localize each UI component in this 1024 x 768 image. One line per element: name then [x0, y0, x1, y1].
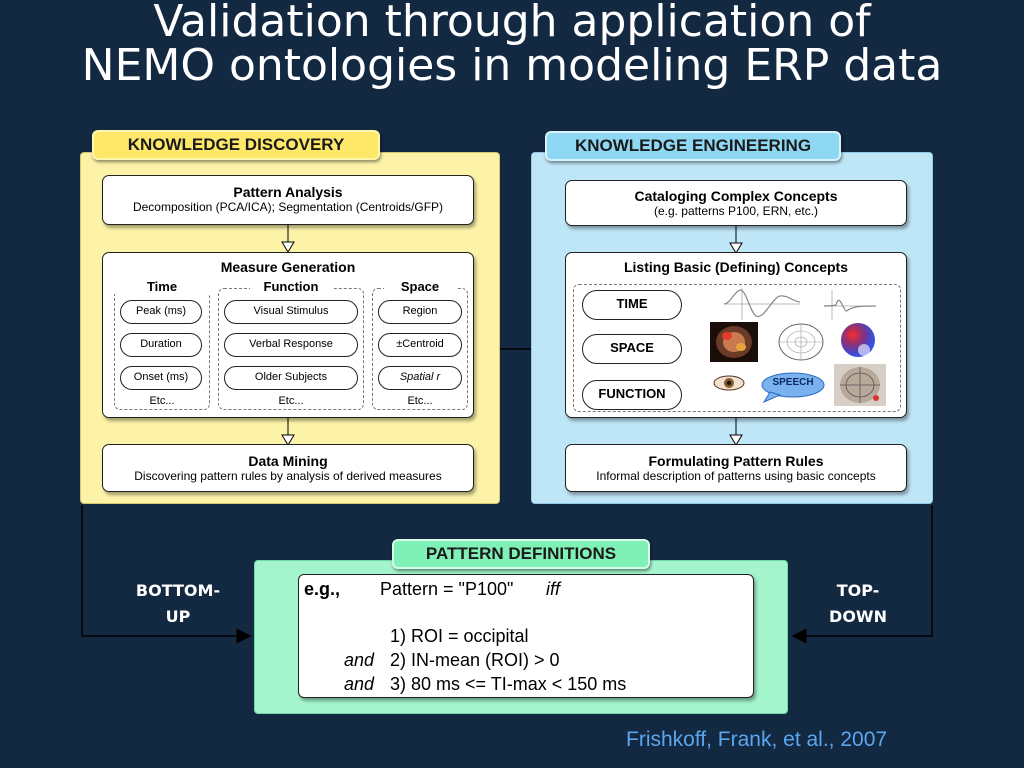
erp-waveform-icon — [723, 288, 877, 320]
down-arrow-icon — [281, 418, 295, 446]
function-etc: Etc... — [278, 395, 304, 407]
definition-rule-1: 1) ROI = occipital — [390, 626, 529, 646]
definition-eg: e.g., — [304, 579, 341, 599]
cataloging-box: Cataloging Complex Concepts (e.g. patter… — [565, 180, 907, 226]
citation: Frishkoff, Frank, et al., 2007 — [626, 728, 888, 751]
space-etc: Etc... — [407, 395, 433, 407]
definition-iff: iff — [546, 579, 561, 599]
space-item-spatial: Spatial r — [378, 366, 462, 390]
data-mining-subtitle: Discovering pattern rules by analysis of… — [134, 469, 442, 483]
formulating-box: Formulating Pattern Rules Informal descr… — [565, 444, 907, 492]
time-heading: Time — [114, 279, 210, 294]
time-item-peak: Peak (ms) — [120, 300, 202, 324]
definition-pattern: Pattern = "P100" — [380, 579, 514, 599]
top-down-line-1: TOP- — [836, 581, 880, 600]
time-etc: Etc... — [149, 395, 175, 407]
function-item-older: Older Subjects — [224, 366, 358, 390]
bottom-up-label: BOTTOM- UP — [120, 578, 236, 630]
cataloging-title: Cataloging Complex Concepts — [634, 188, 838, 204]
knowledge-engineering-tag: KNOWLEDGE ENGINEERING — [545, 131, 841, 161]
definition-box — [298, 574, 754, 698]
definition-rule-3: 3) 80 ms <= TI-max < 150 ms — [390, 674, 627, 694]
top-down-line-2: DOWN — [829, 607, 887, 626]
concept-time: TIME — [582, 290, 682, 320]
bottom-up-arrow — [81, 505, 252, 644]
function-heading: Function — [250, 279, 332, 294]
slide-title: Validation through application of NEMO o… — [0, 0, 1024, 88]
speech-bubble-label: SPEECH — [772, 377, 814, 388]
function-item-visual: Visual Stimulus — [224, 300, 358, 324]
definition-rule-2: 2) IN-mean (ROI) > 0 — [390, 650, 560, 670]
down-arrow-icon — [729, 226, 743, 254]
function-item-verbal: Verbal Response — [224, 333, 358, 357]
pattern-analysis-subtitle: Decomposition (PCA/ICA); Segmentation (C… — [132, 200, 444, 214]
top-down-label: TOP- DOWN — [808, 578, 908, 630]
space-heading: Space — [384, 279, 456, 294]
brain-scan-icon — [710, 322, 758, 362]
data-mining-box: Data Mining Discovering pattern rules by… — [102, 444, 474, 492]
top-down-arrow — [791, 505, 933, 644]
listing-title: Listing Basic (Defining) Concepts — [623, 259, 848, 275]
pattern-analysis-title: Pattern Analysis — [233, 184, 343, 200]
measure-generation-title: Measure Generation — [220, 259, 356, 275]
data-mining-title: Data Mining — [248, 453, 328, 469]
concepts-area — [573, 284, 901, 412]
eeg-net-head-icon — [834, 364, 886, 406]
pattern-definitions-tag: PATTERN DEFINITIONS — [392, 539, 650, 569]
down-arrow-icon — [281, 225, 295, 253]
time-item-onset: Onset (ms) — [120, 366, 202, 390]
knowledge-discovery-tag: KNOWLEDGE DISCOVERY — [92, 130, 380, 160]
cataloging-subtitle: (e.g. patterns P100, ERN, etc.) — [653, 204, 819, 218]
definition-and-1: and — [344, 650, 375, 670]
title-line-1: Validation through application of — [153, 0, 871, 47]
formulating-title: Formulating Pattern Rules — [648, 453, 824, 469]
title-line-2: NEMO ontologies in modeling ERP data — [81, 40, 943, 91]
speech-bubble-icon — [761, 372, 825, 404]
formulating-subtitle: Informal description of patterns using b… — [596, 469, 876, 483]
electrode-map-icon — [774, 318, 828, 364]
pattern-analysis-box: Pattern Analysis Decomposition (PCA/ICA)… — [102, 175, 474, 225]
space-item-centroid: ±Centroid — [378, 333, 462, 357]
space-item-region: Region — [378, 300, 462, 324]
eye-icon — [713, 375, 745, 391]
bottom-up-line-1: BOTTOM- — [135, 581, 221, 600]
definition-and-2: and — [344, 674, 375, 694]
topographic-map-icon — [841, 323, 875, 357]
concept-function: FUNCTION — [582, 380, 682, 410]
concept-space: SPACE — [582, 334, 682, 364]
time-item-duration: Duration — [120, 333, 202, 357]
bottom-up-line-2: UP — [165, 607, 191, 626]
down-arrow-icon — [729, 418, 743, 446]
